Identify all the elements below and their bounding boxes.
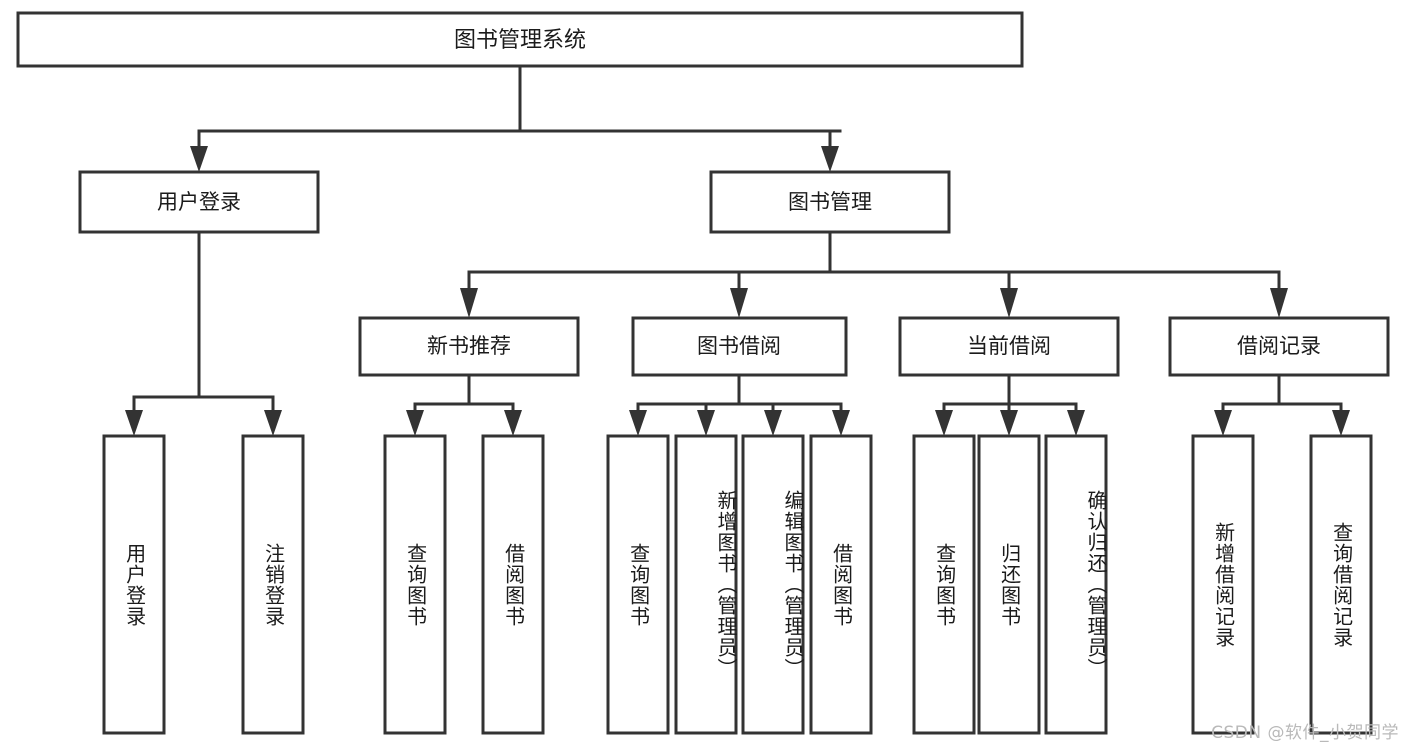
node-user-login-label: 用户登录	[157, 190, 241, 214]
connector-book-borrow-to-leaves	[629, 373, 850, 436]
node-borrow-records[interactable]: 借阅记录	[1168, 316, 1390, 377]
leaf-box-confirm-return[interactable]	[1044, 434, 1108, 735]
leaf-box-query-record[interactable]	[1309, 434, 1373, 735]
leaf-box-query-book-2[interactable]	[606, 434, 670, 735]
node-book-management-label: 图书管理	[788, 190, 872, 214]
leaf-box-borrow-book-2[interactable]	[809, 434, 873, 735]
leaf-box-edit-book-admin[interactable]	[741, 434, 805, 735]
leaf-box-return-book[interactable]	[977, 434, 1041, 735]
node-book-borrow[interactable]: 图书借阅	[631, 316, 848, 377]
connector-book-mgmt-to-level3	[460, 230, 1288, 318]
leaf-box-user-login[interactable]	[102, 434, 166, 735]
node-book-management[interactable]: 图书管理	[709, 170, 951, 234]
node-root-system-label: 图书管理系统	[454, 28, 586, 53]
leaf-box-logout[interactable]	[241, 434, 305, 735]
leaf-box-add-record[interactable]	[1191, 434, 1255, 735]
connector-new-book-rec-to-leaves	[406, 373, 522, 436]
csdn-watermark: CSDN @软件_小贺同学	[1211, 723, 1399, 743]
connector-borrow-records-to-leaves	[1214, 373, 1350, 436]
node-borrow-records-label: 借阅记录	[1237, 334, 1321, 358]
node-new-book-recommend-label: 新书推荐	[427, 334, 511, 358]
node-current-borrow-label: 当前借阅	[967, 334, 1051, 358]
leaf-box-query-book-3[interactable]	[912, 434, 976, 735]
connector-current-borrow-to-leaves	[935, 373, 1085, 436]
node-current-borrow[interactable]: 当前借阅	[898, 316, 1120, 377]
node-user-login[interactable]: 用户登录	[78, 170, 320, 234]
connector-root-to-level2	[190, 64, 842, 172]
leaf-box-query-book-1[interactable]	[383, 434, 447, 735]
leaf-box-borrow-book-1[interactable]	[481, 434, 545, 735]
node-root-system[interactable]: 图书管理系统	[16, 11, 1024, 68]
leaf-box-add-book-admin[interactable]	[674, 434, 738, 735]
connector-user-login-to-leaves	[125, 230, 282, 436]
node-book-borrow-label: 图书借阅	[697, 334, 781, 358]
node-new-book-recommend[interactable]: 新书推荐	[358, 316, 580, 377]
